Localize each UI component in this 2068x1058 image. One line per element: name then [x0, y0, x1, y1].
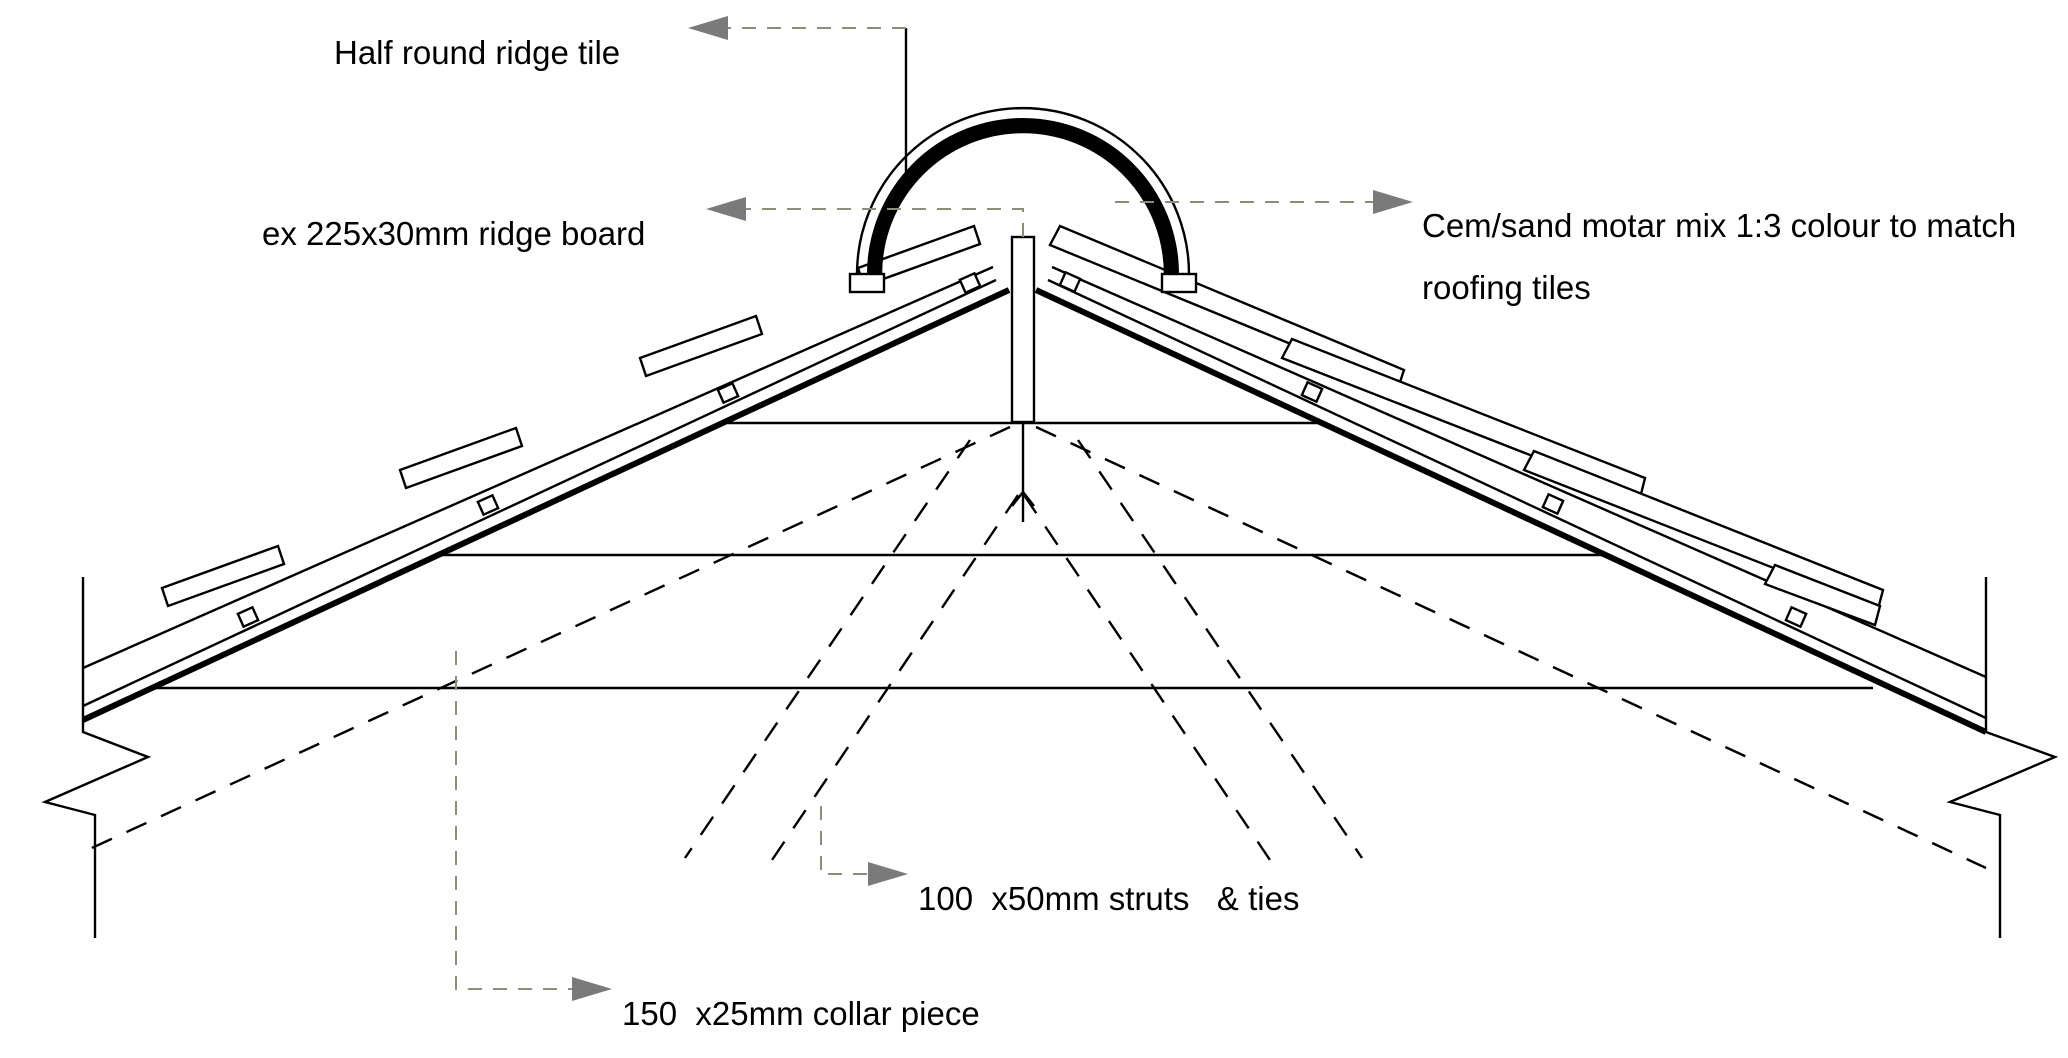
leader-ridge-board [706, 197, 1024, 237]
label-collar: 150 x25mm collar piece [622, 995, 980, 1032]
label-ridge-tile: Half round ridge tile [334, 34, 620, 71]
leader-struts [820, 806, 908, 886]
right-roof-tiles [1048, 224, 1885, 629]
label-ridge-board: ex 225x30mm ridge board [262, 215, 645, 252]
label-mortar-line1: Cem/sand motar mix 1:3 colour to match [1422, 207, 2016, 244]
leader-arrow-icon [572, 977, 612, 1001]
right-rafter [1034, 265, 1988, 735]
leader-ridge-tile [688, 16, 908, 180]
leader-arrow-icon [706, 197, 746, 221]
ridge-board [1010, 235, 1036, 424]
left-roof-tiles [160, 224, 982, 629]
right-wall-break [1946, 577, 2059, 938]
leader-collar [455, 651, 612, 1001]
left-rafter [81, 265, 1011, 723]
horizontal-ties [154, 421, 1873, 690]
leader-mortar [1115, 190, 1413, 214]
leader-arrow-icon [688, 16, 728, 40]
left-wall-break [41, 577, 152, 938]
struts-and-ties [82, 425, 1987, 870]
label-struts: 100 x50mm struts & ties [918, 880, 1299, 917]
label-mortar-line2: roofing tiles [1422, 269, 1591, 306]
centre-arrow [1011, 423, 1035, 522]
leader-arrow-icon [868, 862, 908, 886]
leader-arrow-icon [1373, 190, 1413, 214]
